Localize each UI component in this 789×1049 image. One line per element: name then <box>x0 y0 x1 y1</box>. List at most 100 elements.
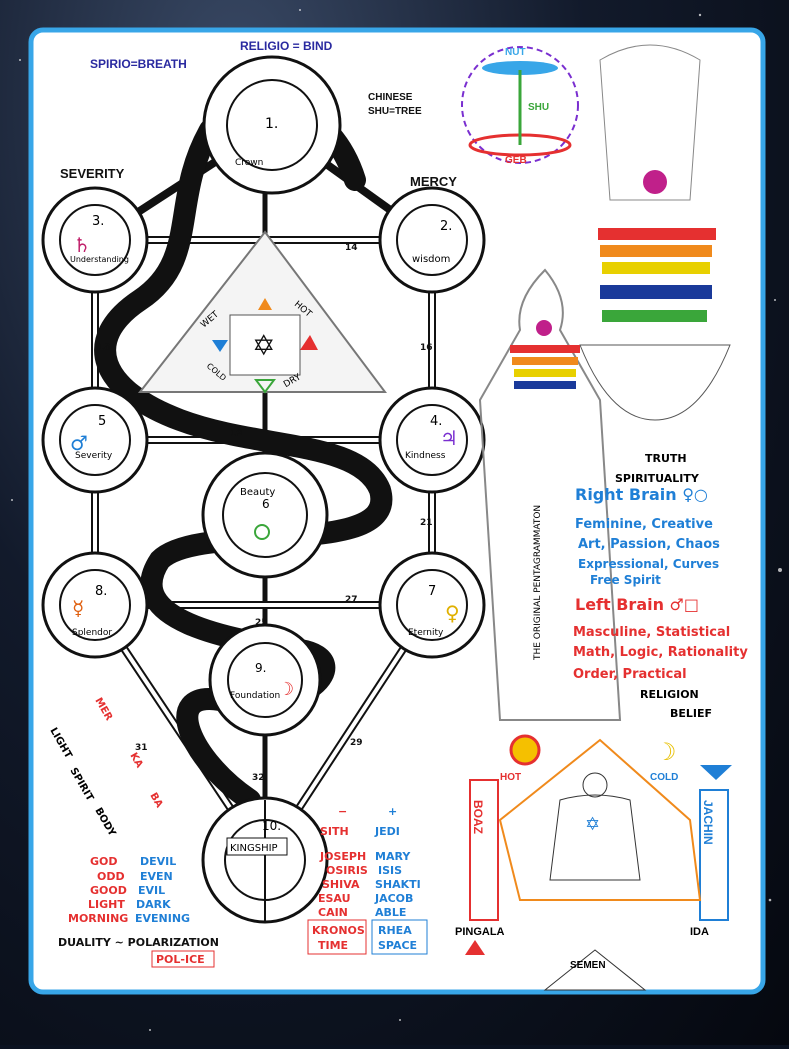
stars <box>11 9 782 1031</box>
duality-word-pairs: GOD ODD GOOD LIGHT MORNING DEVIL EVEN EV… <box>58 855 219 968</box>
blue-word: MARY <box>375 850 411 863</box>
sephira-8: 8.Splendor <box>41 551 149 659</box>
sephira-number: 7 <box>428 584 436 599</box>
hexagram-icon: ✡ <box>585 814 600 835</box>
sephira-name: Beauty <box>240 487 275 498</box>
red-word: MORNING <box>68 912 128 925</box>
right-brain-line: Art, Passion, Chaos <box>578 537 720 552</box>
blue-word: DARK <box>136 898 171 911</box>
blue-word: ISIS <box>378 864 402 877</box>
right-brain-line: Free Spirit <box>590 573 661 587</box>
mars-icon: ♂ <box>70 431 88 455</box>
path-number: 29 <box>350 738 363 748</box>
path-number: 21 <box>420 518 433 528</box>
path-numbers: 14 18 16 19 21 27 25 31 29 32 <box>98 243 433 783</box>
pentagrammaton-label: THE ORIGINAL PENTAGRAMMATON <box>533 505 543 661</box>
fire-triangle-icon <box>258 298 272 310</box>
duality-label: DUALITY ~ POLARIZATION <box>58 936 219 949</box>
ida-label: IDA <box>690 926 709 938</box>
truth-label: TRUTH <box>645 452 687 465</box>
red-word: GOOD <box>90 884 127 897</box>
space-label: SPACE <box>378 939 417 952</box>
red-triangle-icon <box>300 335 318 350</box>
moon-icon: ☽ <box>278 679 294 700</box>
blue-word: EVENING <box>135 912 190 925</box>
red-word: ODD <box>97 870 125 883</box>
red-word: JOSEPH <box>319 850 366 863</box>
path-number: 18 <box>98 343 111 353</box>
kronos-label: KRONOS <box>312 924 365 937</box>
sephira-number: 2. <box>440 219 452 234</box>
lotus-chakra-tower <box>579 44 731 421</box>
sephira-name: Eternity <box>408 628 444 638</box>
path-number: 14 <box>345 243 358 253</box>
chinese-label: CHINESE <box>368 92 413 103</box>
blue-word: DEVIL <box>140 855 176 868</box>
belief-label: BELIEF <box>670 707 712 720</box>
sephira-3: 3. Understanding <box>41 186 149 294</box>
severity-label: SEVERITY <box>60 166 125 181</box>
boaz-pillar: BOAZ HOT PINGALA <box>455 734 541 955</box>
religio-label: RELIGIO = BIND <box>240 39 333 53</box>
left-brain-line: Math, Logic, Rationality <box>573 645 748 660</box>
crescent-moon-icon: ☽ <box>655 738 677 766</box>
hexagram-icon: ✡ <box>252 329 275 362</box>
sephira-number: 3. <box>92 214 104 229</box>
sephira-name: Foundation <box>230 691 280 701</box>
meditating-figure: ✡ SEMEN <box>498 738 702 991</box>
blue-word: EVEN <box>140 870 173 883</box>
nut-shu-geb-sphere: NUT SHU GEB <box>461 46 579 166</box>
sephira-name: Splendor <box>72 628 112 638</box>
sun-symbol-icon <box>254 524 270 540</box>
path-number: 27 <box>345 595 358 605</box>
path-number: 19 <box>230 429 243 439</box>
right-brain-line: Feminine, Creative <box>575 517 713 532</box>
jupiter-icon: ♃ <box>440 426 458 450</box>
venus-icon: ♀ <box>445 601 460 625</box>
sephira-2: 2. wisdom <box>378 186 486 294</box>
shu-label: SHU <box>528 102 549 113</box>
sephira-name: Crown <box>235 158 263 168</box>
path-number: 16 <box>420 343 433 353</box>
archetype-pairs: − + SITH JOSEPH OSIRIS SHIVA ESAU CAIN J… <box>307 805 428 955</box>
plus-sign: + <box>388 805 397 818</box>
sephira-name: Severity <box>75 451 113 461</box>
sun-icon <box>509 734 541 766</box>
sephira-4: 4.Kindness <box>378 386 486 494</box>
jachin-pillar: JACHIN COLD IDA ☽ <box>650 738 732 938</box>
saturn-icon: ♄ <box>73 233 91 257</box>
sephira-name: Understanding <box>70 255 129 264</box>
time-label: TIME <box>318 939 348 952</box>
nut-label: NUT <box>505 47 526 58</box>
sephira-number: 10. <box>262 819 281 833</box>
red-word: CAIN <box>318 906 348 919</box>
pentagrammaton-figure: THE ORIGINAL PENTAGRAMMATON <box>478 268 622 721</box>
sephira-1: 1.Crown <box>202 55 342 195</box>
shu-tree-label: SHU=TREE <box>368 106 422 117</box>
blue-triangle-icon <box>700 765 732 780</box>
blue-word: EVIL <box>138 884 165 897</box>
blue-word: ABLE <box>375 906 406 919</box>
red-word: SITH <box>320 825 349 838</box>
water-triangle-icon <box>212 340 228 352</box>
sephira-10: 10. KINGSHIP <box>201 796 329 924</box>
sephira-name: wisdom <box>412 254 450 265</box>
sephira-number: 6 <box>262 497 270 511</box>
hot-label: HOT <box>500 772 521 783</box>
religion-label: RELIGION <box>640 688 699 701</box>
blue-word: JACOB <box>374 892 413 905</box>
cold-label: COLD <box>650 772 678 783</box>
spirio-label: SPIRIO=BREATH <box>90 57 187 71</box>
right-brain-heading: Right Brain ♀○ <box>575 485 708 504</box>
right-brain-line: Expressional, Curves <box>578 557 719 571</box>
blue-word: JEDI <box>374 825 400 838</box>
left-brain-line: Order, Practical <box>573 667 687 682</box>
boaz-label: BOAZ <box>471 800 485 834</box>
brain-notes: TRUTH SPIRITUALITY Right Brain ♀○ Femini… <box>573 452 748 720</box>
spirituality-label: SPIRITUALITY <box>615 472 700 485</box>
blue-word: SHAKTI <box>375 878 421 891</box>
